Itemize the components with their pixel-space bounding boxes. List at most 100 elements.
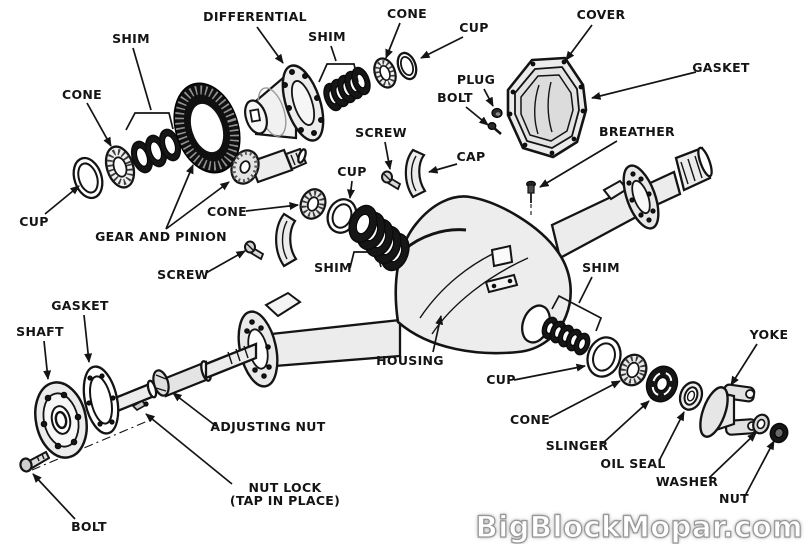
nut-right-leader: [744, 440, 775, 497]
label-oil-seal: OIL SEAL: [600, 411, 685, 471]
cup-top-right-part: [396, 51, 418, 81]
shim-right-leader: [551, 294, 603, 332]
label-shim-right: SHIM: [551, 260, 620, 332]
axle-tube-right: [550, 146, 713, 260]
cone-top-right-leader: [385, 22, 401, 59]
label-cup-mid: CUP: [337, 164, 366, 199]
label-text-screw-top: SCREW: [355, 125, 407, 140]
cone-right-part: [618, 353, 648, 387]
cap-top-leader: [428, 163, 458, 174]
washer-part: [752, 413, 770, 435]
label-text-cone-upper-left: CONE: [62, 87, 102, 102]
cup-top-right-leader: [420, 36, 464, 59]
label-text-breather: BREATHER: [599, 124, 675, 139]
shim-top-mid-leader: [318, 63, 359, 83]
gasket-left-leader: [83, 314, 93, 363]
plug-leader: [483, 88, 494, 107]
shims-left-part: [130, 128, 182, 174]
label-housing: HOUSING: [376, 315, 444, 368]
label-text-cover: COVER: [577, 7, 626, 22]
housing-leader: [432, 315, 444, 353]
washer-leader: [708, 432, 757, 479]
adjusting-nut-leader: [172, 392, 217, 427]
nut-right-part: [769, 422, 789, 444]
label-washer: WASHER: [656, 432, 757, 489]
gasket-top-leader: [591, 71, 697, 100]
cup-left-part: [72, 156, 104, 200]
label-slinger: SLINGER: [546, 400, 650, 453]
shim-top-left-leader: [125, 112, 174, 131]
cup-left-leader: [44, 185, 80, 215]
label-text-cap-top: CAP: [457, 149, 486, 164]
cone-right-leader: [548, 380, 621, 419]
label-cup-left: CUP: [19, 185, 80, 229]
cone-left-part: [104, 145, 136, 189]
label-plug: PLUG: [457, 72, 495, 107]
cap-mid-part: [275, 212, 298, 268]
shaft-flange: [34, 381, 88, 459]
label-shim-top-left: SHIM: [112, 31, 174, 131]
label-text-gear-and-pinion: GEAR AND PINION: [95, 229, 227, 244]
label-bolt-top: BOLT: [437, 90, 489, 126]
shaft-body: [108, 342, 258, 416]
screw-top-part: [381, 170, 402, 191]
axle-shaft: [19, 342, 258, 473]
label-cone-upper-left: CONE: [62, 87, 112, 147]
label-text-cup-top-right: CUP: [459, 20, 488, 35]
label-text-gasket-left: GASKET: [51, 298, 109, 313]
label-text-housing: HOUSING: [376, 353, 444, 368]
label-text-slinger: SLINGER: [546, 438, 609, 453]
label-text-shim-top-left: SHIM: [112, 31, 150, 46]
bolt-top-part: [487, 121, 502, 135]
nut-lock-leader: [145, 413, 233, 485]
shim-top-left-leader: [132, 47, 152, 111]
label-text-cone-top-right: CONE: [387, 6, 427, 21]
label-nut-lock: NUT LOCK(TAP IN PLACE): [145, 413, 340, 508]
cup-right-leader: [513, 363, 586, 381]
gear-and-pinion-leader: [165, 164, 194, 230]
bolt-left-leader: [32, 473, 76, 520]
label-nut-right: NUT: [719, 440, 775, 506]
label-text-cup-left: CUP: [19, 214, 48, 229]
label-cone-top-right: CONE: [385, 6, 427, 59]
label-text-nut-right: NUT: [719, 491, 749, 506]
axle-tube-left: [237, 291, 402, 388]
ring-gear-part: [173, 82, 241, 174]
nut-lock-part: [131, 400, 149, 411]
cup-mid-leader: [347, 180, 355, 199]
label-text-cone-right: CONE: [510, 412, 550, 427]
label-text-washer: WASHER: [656, 474, 718, 489]
shim-coil-part: [348, 204, 410, 272]
label-text-cup-right: CUP: [486, 372, 515, 387]
cone-mid-leader: [245, 202, 299, 212]
breather-part: [526, 180, 536, 216]
label-text-oil-seal: OIL SEAL: [600, 456, 665, 471]
label-text-shim-right: SHIM: [582, 260, 620, 275]
gear-and-pinion-leader: [165, 181, 230, 230]
label-cone-mid: CONE: [207, 202, 299, 219]
watermark: BigBlockMopar.com: [475, 509, 803, 544]
label-cup-right: CUP: [486, 363, 586, 387]
label-cap-top: CAP: [428, 149, 486, 174]
label-text-cone-mid: CONE: [207, 204, 247, 219]
cap-top-part: [404, 148, 427, 199]
label-text-shim-mid: SHIM: [314, 260, 352, 275]
shaft-leader: [43, 340, 52, 380]
label-cover: COVER: [565, 7, 626, 61]
label-text-bolt-left: BOLT: [71, 519, 107, 534]
label-text-shaft: SHAFT: [16, 324, 64, 339]
label-text-gasket-top: GASKET: [692, 60, 750, 75]
slinger-leader: [601, 400, 650, 445]
label-text-nut-lock: NUT LOCK(TAP IN PLACE): [230, 480, 340, 508]
label-text-screw-mid: SCREW: [157, 267, 209, 282]
screw-mid-part: [244, 240, 265, 261]
label-shim-mid: SHIM: [314, 251, 382, 275]
shim-stack-top-part: [323, 66, 371, 112]
label-text-shim-top-mid: SHIM: [308, 29, 346, 44]
oil-seal-part: [678, 381, 704, 411]
cover-leader: [565, 24, 593, 61]
label-gasket-top: GASKET: [591, 60, 750, 100]
cone-upper-left-leader: [86, 102, 112, 147]
